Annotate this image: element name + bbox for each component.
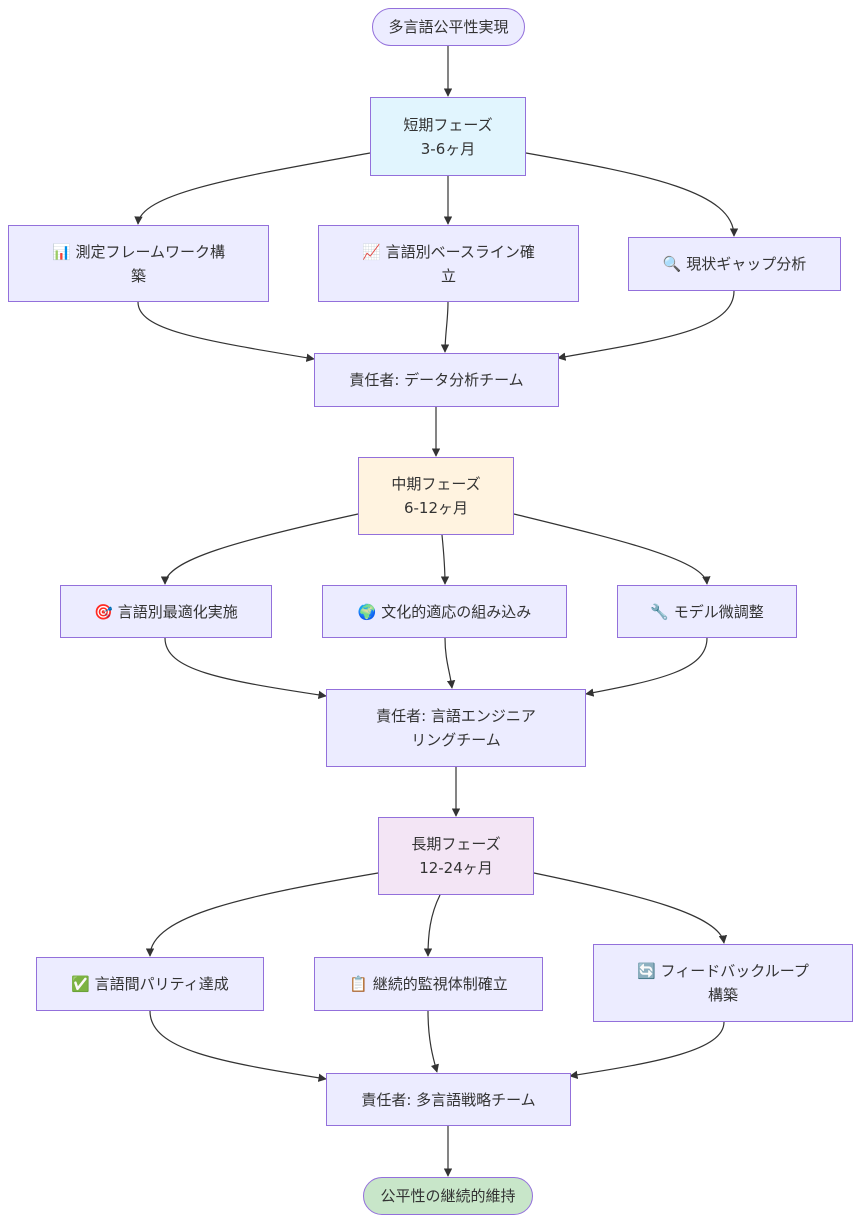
feedback-loop-node: 🔄 フィードバックループ 構築 (593, 944, 853, 1022)
edge-m2-to-owner-mid (444, 637, 456, 689)
short-phase-label: 短期フェーズ 3-6ヶ月 (403, 115, 493, 158)
gap-analysis-node: 🔍 現状ギャップ分析 (628, 237, 841, 291)
owner-long-node: 責任者: 多言語戦略チーム (326, 1073, 571, 1126)
cultural-adaptation-label: 🌍 文化的適応の組み込み (357, 602, 532, 621)
owner-mid-node: 責任者: 言語エンジニア リングチーム (326, 689, 586, 767)
edge-s1-to-owner-short (137, 301, 315, 362)
feedback-loop-label: 🔄 フィードバックループ 構築 (637, 962, 809, 1004)
edge-mid-phase-to-m1 (160, 513, 359, 585)
owner-mid-label: 責任者: 言語エンジニア リングチーム (376, 707, 536, 749)
edge-l2-to-owner-long (427, 1010, 439, 1073)
long-phase-label: 長期フェーズ 12-24ヶ月 (411, 835, 501, 877)
cultural-adaptation-node: 🌍 文化的適応の組み込み (322, 585, 567, 638)
edge-mid-phase-to-m2 (440, 534, 450, 585)
owner-short-label: 責任者: データ分析チーム (349, 371, 524, 389)
start-node: 多言語公平性実現 (372, 8, 525, 46)
edge-long-phase-to-l1 (145, 872, 379, 957)
parity-label: ✅ 言語間パリティ達成 (71, 975, 229, 993)
edge-s2-to-owner-short (440, 301, 450, 353)
model-finetune-node: 🔧 モデル微調整 (617, 585, 797, 638)
edge-s3-to-owner-short (557, 290, 735, 361)
start-label: 多言語公平性実現 (388, 18, 509, 36)
mid-phase-label: 中期フェーズ 6-12ヶ月 (391, 475, 481, 517)
gap-analysis-label: 🔍 現状ギャップ分析 (662, 255, 807, 273)
owner-long-label: 責任者: 多言語戦略チーム (361, 1090, 536, 1109)
end-label: 公平性の継続的維持 (380, 1187, 516, 1205)
language-baseline-node: 📈 言語別ベースライン確 立 (318, 225, 579, 302)
monitoring-label: 📋 継続的監視体制確立 (349, 975, 508, 993)
edge-short-phase-to-s3 (525, 152, 739, 237)
language-optimization-node: 🎯 言語別最適化実施 (60, 585, 272, 638)
language-optimization-label: 🎯 言語別最適化実施 (94, 602, 238, 621)
language-baseline-label: 📈 言語別ベースライン確 立 (362, 242, 535, 285)
short-phase-node: 短期フェーズ 3-6ヶ月 (370, 97, 526, 176)
edge-m3-to-owner-mid (585, 637, 708, 697)
edge-l1-to-owner-long (149, 1010, 327, 1082)
edge-l3-to-owner-long (569, 1021, 725, 1079)
edge-mid-phase-to-m3 (513, 513, 711, 585)
measurement-framework-node: 📊 測定フレームワーク構 築 (8, 225, 269, 302)
measurement-framework-label: 📊 測定フレームワーク構 築 (52, 242, 225, 285)
owner-short-node: 責任者: データ分析チーム (314, 353, 559, 407)
edge-long-phase-to-l2 (423, 894, 441, 957)
model-finetune-label: 🔧 モデル微調整 (650, 602, 764, 621)
monitoring-node: 📋 継続的監視体制確立 (314, 957, 543, 1011)
edge-long-phase-to-l3 (533, 872, 728, 944)
mid-phase-node: 中期フェーズ 6-12ヶ月 (358, 457, 514, 535)
edge-m1-to-owner-mid (164, 637, 327, 700)
long-phase-node: 長期フェーズ 12-24ヶ月 (378, 817, 534, 895)
end-node: 公平性の継続的維持 (363, 1177, 533, 1215)
parity-node: ✅ 言語間パリティ達成 (36, 957, 264, 1011)
edge-short-phase-to-s1 (134, 152, 371, 225)
